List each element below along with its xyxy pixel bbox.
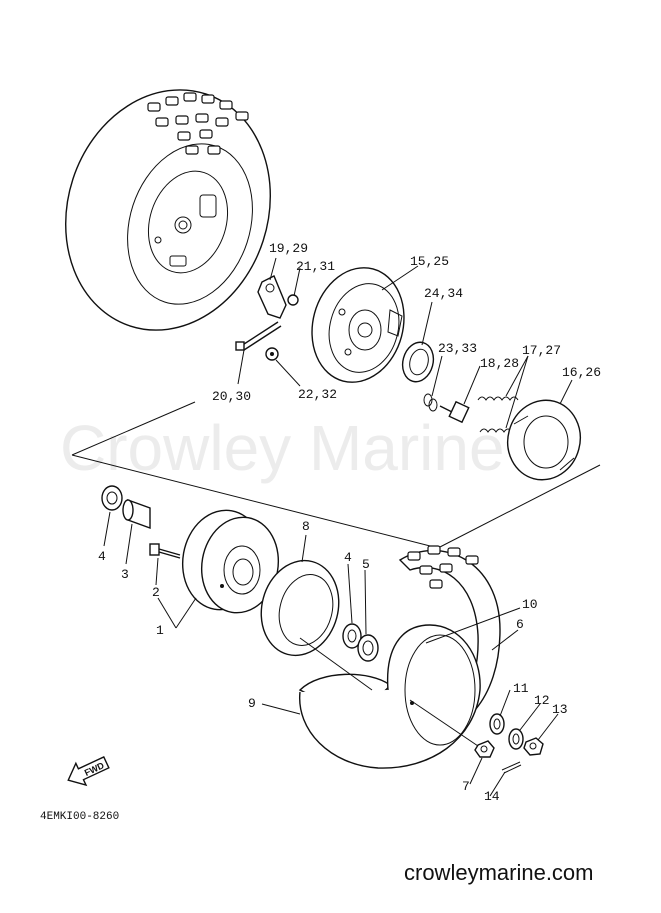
- bearing-left: [101, 485, 123, 511]
- rim: [298, 624, 481, 769]
- drum-cover: [260, 559, 340, 657]
- callout-8: 8: [302, 519, 310, 534]
- leader-outline-bottom: [71, 454, 439, 549]
- nut-13: [523, 737, 544, 756]
- callout-6: 6: [516, 617, 524, 632]
- callout-5: 5: [362, 557, 370, 572]
- callout-23-33: 23,33: [438, 341, 477, 356]
- callout-16-26: 16,26: [562, 365, 601, 380]
- callout-3: 3: [121, 567, 129, 582]
- brake-shoes: [507, 399, 581, 481]
- brake-panel: [311, 267, 405, 383]
- callout-22-32: 22,32: [298, 387, 337, 402]
- callout-14: 14: [484, 789, 500, 804]
- callout-20-30: 20,30: [212, 389, 251, 404]
- fwd-arrow-icon: FWD: [67, 756, 110, 787]
- hub-bolt: [149, 543, 181, 559]
- callout-7: 7: [462, 779, 470, 794]
- washer-12: [508, 728, 524, 750]
- spacer: [122, 499, 151, 529]
- upper-tire: [64, 89, 272, 331]
- diagram-code: 4EMKI00-8260: [40, 811, 119, 823]
- callout-18-28: 18,28: [480, 356, 519, 371]
- footer-url: crowleymarine.com: [404, 860, 594, 885]
- leader-lines: [103, 257, 573, 797]
- callout-13: 13: [552, 702, 568, 717]
- o-ring: [423, 393, 438, 412]
- callout-17-27: 17,27: [522, 343, 561, 358]
- leader-outline-right: [437, 464, 601, 549]
- watermark: Crowley Marine: [60, 412, 505, 484]
- oil-seal: [401, 341, 435, 383]
- cotter-pin-14: [501, 761, 522, 774]
- callout-4-left: 4: [98, 549, 106, 564]
- callout-2: 2: [152, 585, 160, 600]
- callout-24-34: 24,34: [424, 286, 463, 301]
- callout-10: 10: [522, 597, 538, 612]
- callout-9: 9: [248, 696, 256, 711]
- brake-drum: [181, 509, 280, 614]
- washer-11: [489, 713, 505, 735]
- seal-right: [357, 634, 379, 662]
- callout-19-29: 19,29: [269, 241, 308, 256]
- brake-arm-assembly: [235, 275, 299, 361]
- leader-outline-left: [71, 401, 196, 456]
- callout-21-31: 21,31: [296, 259, 335, 274]
- callout-15-25: 15,25: [410, 254, 449, 269]
- nut-7: [474, 740, 495, 758]
- brake-camshaft: [439, 400, 470, 424]
- bearing-right: [342, 623, 362, 649]
- callout-11: 11: [513, 681, 529, 696]
- callout-1: 1: [156, 623, 164, 638]
- callout-12: 12: [534, 693, 550, 708]
- callout-4-right: 4: [344, 550, 352, 565]
